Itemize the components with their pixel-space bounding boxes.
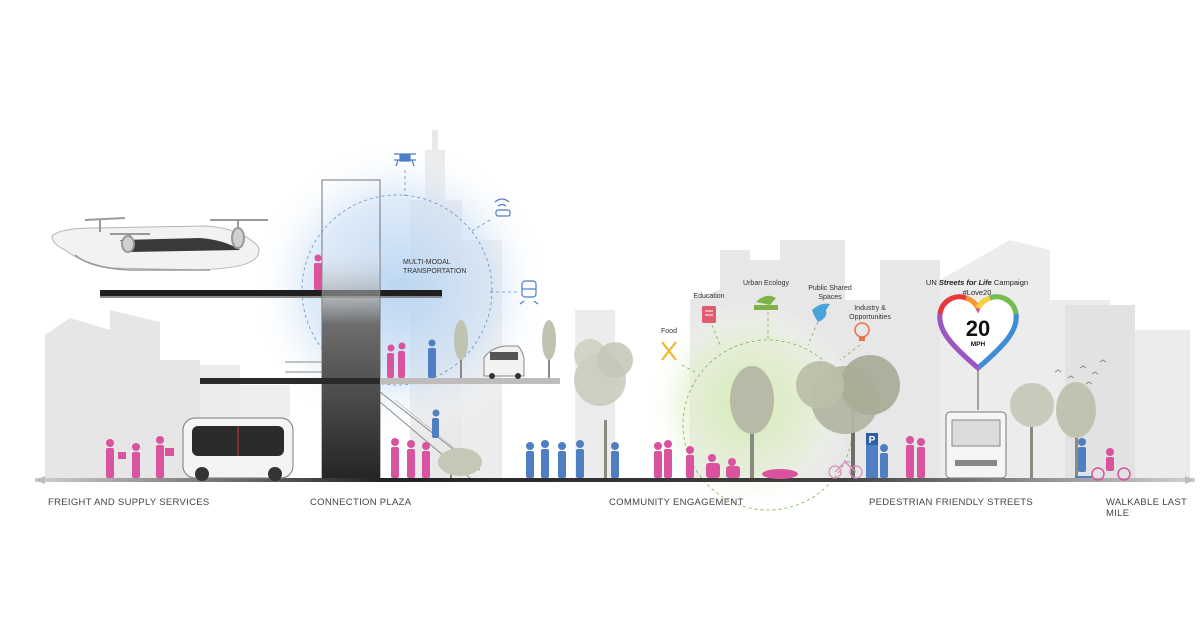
hub-label-line1: MULTI-MODAL <box>403 259 451 266</box>
person <box>706 454 720 478</box>
person <box>391 438 399 478</box>
birds <box>1054 359 1107 385</box>
tree <box>1056 382 1096 478</box>
hub-label: MULTI-MODAL TRANSPORTATION <box>403 259 466 276</box>
public-shared-spaces-label: Public Shared Spaces <box>808 285 852 301</box>
people-magenta <box>106 254 1131 481</box>
zone-label-walkable-last-mile: WALKABLE LAST MILE <box>1106 497 1187 519</box>
person <box>558 442 566 478</box>
campaign-title: UN Streets for Life Campaign <box>925 278 1029 287</box>
person <box>387 344 395 378</box>
tree <box>454 320 468 378</box>
zone-label-freight: FREIGHT AND SUPPLY SERVICES <box>48 497 210 508</box>
tree <box>730 366 774 478</box>
person <box>576 440 584 478</box>
ground-arrow-right <box>1185 476 1195 484</box>
person <box>906 436 914 478</box>
love20-heart-badge: 20 MPH <box>937 294 1019 410</box>
speed-limit-unit: MPH <box>971 341 986 348</box>
hub-label-line2: TRANSPORTATION <box>403 267 467 275</box>
bicycle <box>828 461 863 479</box>
person <box>654 442 662 478</box>
trees <box>438 320 1096 478</box>
upper-deck <box>100 290 442 296</box>
vertical-hub-tower <box>322 240 380 480</box>
person <box>526 442 534 478</box>
person <box>880 444 888 478</box>
campaign-hashtag: #Love20 <box>962 288 992 297</box>
person <box>686 446 694 478</box>
parking-sign-letter: P <box>869 435 876 446</box>
autonomous-shuttle <box>182 417 294 481</box>
zone-label-connection-plaza: CONNECTION PLAZA <box>310 497 412 508</box>
wheel <box>268 467 282 481</box>
drone-icon <box>394 153 416 167</box>
tree <box>542 320 556 378</box>
tree <box>796 355 900 478</box>
hub-dashed-ring <box>301 194 493 386</box>
urban-ecology-label: Urban Ecology <box>743 280 789 287</box>
middle-deck-extension <box>380 378 560 384</box>
ground-arrow-left <box>35 476 45 484</box>
tree <box>438 448 482 478</box>
upper-deck-shadow <box>100 296 442 298</box>
zone-label-community-engagement: COMMUNITY ENGAGEMENT <box>609 497 744 508</box>
cyclist <box>1091 448 1131 481</box>
car <box>483 345 525 379</box>
delivery-worker <box>156 436 164 478</box>
parcel <box>118 452 126 459</box>
wheel <box>195 467 209 481</box>
person <box>541 440 549 478</box>
bird-icon <box>812 303 830 322</box>
person <box>664 440 672 478</box>
person <box>917 438 925 478</box>
food-icon <box>661 341 677 361</box>
tree <box>574 339 633 478</box>
bus <box>945 411 1007 479</box>
people-blue <box>428 339 1092 478</box>
person <box>407 440 415 478</box>
person <box>428 339 436 378</box>
evtol-aircraft <box>51 217 268 271</box>
plant-icon <box>754 295 778 310</box>
evtol-skid <box>74 254 210 271</box>
scooter-rider <box>1075 438 1092 478</box>
campaign-label: UN Streets for Life Campaign #Love20 <box>902 278 1052 298</box>
parking-station: P <box>866 433 878 478</box>
person <box>611 442 619 478</box>
food-label: Food <box>661 328 677 335</box>
train-icon <box>519 280 539 305</box>
industry-opportunities-label: Industry & Opportunities <box>849 305 891 321</box>
rotor-icon <box>84 217 268 253</box>
person-reclining <box>762 469 798 479</box>
lightbulb-icon <box>854 322 870 341</box>
zone-label-pedestrian-streets: PEDESTRIAN FRIENDLY STREETS <box>869 497 1034 508</box>
speed-limit-number: 20 <box>966 316 990 341</box>
tree <box>1010 383 1054 478</box>
delivery-worker <box>106 439 114 478</box>
education-label: Education <box>693 293 725 300</box>
evtol-window <box>120 238 240 252</box>
bus-windshield <box>951 419 1001 447</box>
person <box>432 409 440 438</box>
parcel <box>165 448 174 456</box>
person <box>422 442 430 478</box>
community-connectors <box>681 312 861 373</box>
left-building-cluster <box>45 310 200 478</box>
building <box>1135 330 1190 478</box>
person <box>398 342 406 378</box>
hub-connectors <box>404 170 520 293</box>
person <box>726 458 740 478</box>
connected-car-icon <box>494 198 511 217</box>
delivery-worker <box>132 443 140 478</box>
ground-line <box>35 478 1195 482</box>
person <box>314 254 322 290</box>
book-icon <box>702 306 716 323</box>
